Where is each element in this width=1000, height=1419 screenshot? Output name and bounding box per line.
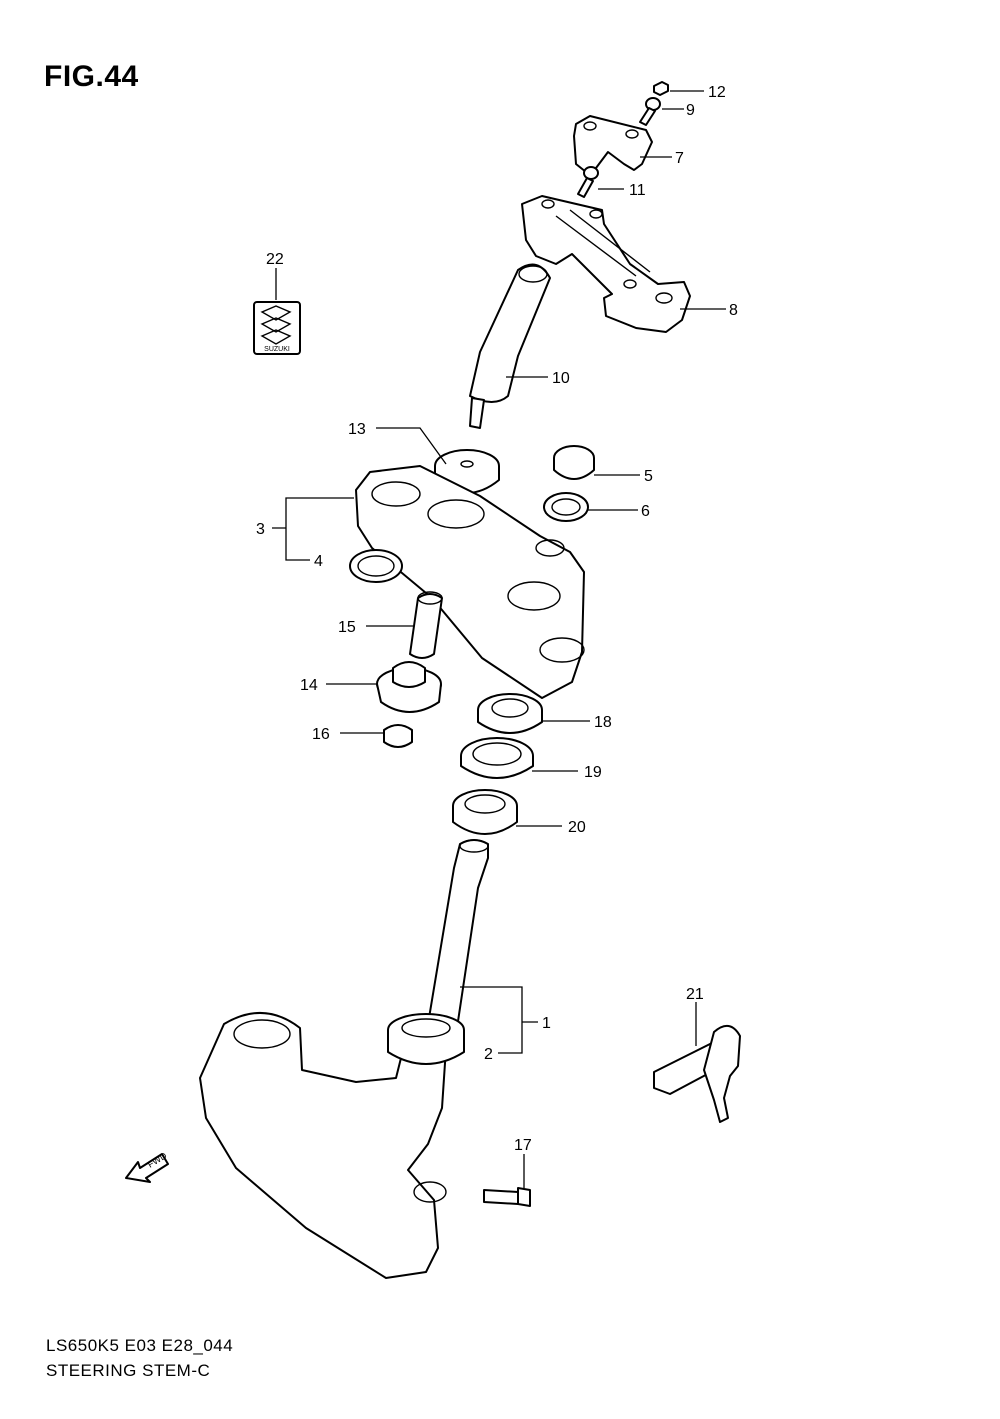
part-12-cap	[653, 81, 669, 96]
callout-19: 19	[584, 764, 602, 781]
callout-20: 20	[568, 819, 586, 836]
callout-16: 16	[312, 726, 330, 743]
part-10-damper-rod	[469, 263, 551, 429]
callout-12: 12	[708, 84, 726, 101]
callout-7: 7	[675, 150, 684, 167]
callout-21: 21	[686, 986, 704, 1003]
part-16-plug	[383, 724, 413, 748]
callout-18: 18	[594, 714, 612, 731]
part-15-collar	[409, 591, 443, 659]
part-1-steering-stem	[199, 839, 489, 1279]
part-14-damper	[376, 661, 442, 713]
part-5-cap	[553, 445, 595, 480]
callout-2: 2	[484, 1046, 493, 1063]
part-9-bolt	[639, 97, 661, 126]
callout-15: 15	[338, 619, 356, 636]
callout-labels: 12 9 7 11 8 22 10 13 5 6 3 4 15 14 16 18…	[256, 84, 738, 1154]
part-4-washer	[349, 549, 403, 583]
part-22-emblem: SUZUKI	[253, 301, 301, 355]
callout-22: 22	[266, 251, 284, 268]
part-18-lock-nut	[477, 693, 543, 734]
callout-3: 3	[256, 521, 265, 538]
callout-5: 5	[644, 468, 653, 485]
part-8-handlebar-holder	[521, 195, 691, 333]
leader-lines	[272, 90, 726, 1188]
part-2-lower-bearing	[387, 1013, 465, 1065]
callout-9: 9	[686, 102, 695, 119]
part-6-washer	[543, 492, 589, 522]
callout-6: 6	[641, 503, 650, 520]
model-code: LS650K5 E03 E28_044	[46, 1336, 234, 1355]
figure-caption: STEERING STEM-C	[46, 1361, 211, 1380]
part-11-bolt	[577, 166, 599, 198]
figure-title: FIG.44	[44, 60, 139, 93]
callout-8: 8	[729, 302, 738, 319]
part-17-bolt	[483, 1187, 531, 1207]
callout-1: 1	[542, 1015, 551, 1032]
callout-4: 4	[314, 553, 323, 570]
emblem-logo-text: SUZUKI	[264, 346, 290, 353]
callout-13: 13	[348, 421, 366, 438]
callout-17: 17	[514, 1137, 532, 1154]
part-20-bearing	[452, 789, 518, 835]
fwd-arrow-icon: FWD	[125, 1150, 169, 1183]
part-7-upper-clamp	[573, 115, 653, 173]
callout-11: 11	[629, 182, 646, 199]
part-21-steering-lock	[653, 1025, 741, 1123]
callout-14: 14	[300, 677, 318, 694]
part-19-dust-seal	[460, 737, 534, 779]
callout-10: 10	[552, 370, 570, 387]
